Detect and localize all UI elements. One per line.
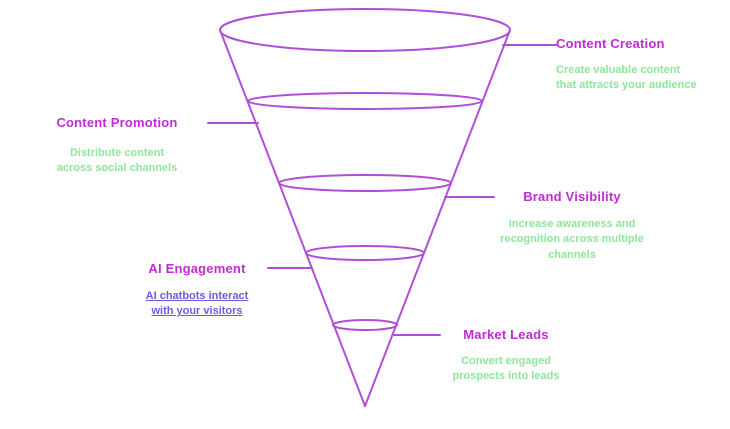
stage-title: AI Engagement xyxy=(148,261,246,276)
stage-title: Content Promotion xyxy=(56,115,178,130)
funnel-band-3 xyxy=(305,245,425,261)
stage-title: Brand Visibility xyxy=(523,189,621,204)
stage-label-content-creation: Content Creation Create valuable content… xyxy=(556,36,724,94)
funnel-side-right xyxy=(364,29,511,407)
stage-subtitle-link: AI chatbots interact with your visitors xyxy=(145,290,249,318)
stage-title: Content Creation xyxy=(556,36,665,51)
stage-subtitle: Create valuable content that attracts yo… xyxy=(556,64,697,92)
funnel-top-ellipse xyxy=(219,8,511,52)
stage-label-content-promotion: Content Promotion Distribute content acr… xyxy=(24,115,210,177)
stage-label-brand-visibility: Brand Visibility Increase awareness and … xyxy=(492,189,652,263)
funnel-band-1 xyxy=(247,92,483,110)
funnel-side-left xyxy=(219,29,366,407)
stage-subtitle: Convert engaged prospects into leads xyxy=(452,355,560,383)
stage-subtitle: Distribute content across social channel… xyxy=(56,147,178,175)
stage-subtitle: Increase awareness and recognition acros… xyxy=(500,218,644,261)
funnel-band-2 xyxy=(278,174,452,192)
stage-label-market-leads: Market Leads Convert engaged prospects i… xyxy=(436,327,576,385)
stage-title: Market Leads xyxy=(463,327,549,342)
funnel-band-4 xyxy=(332,319,398,331)
stage-label-ai-engagement: AI Engagement AI chatbots interact with … xyxy=(104,261,290,320)
